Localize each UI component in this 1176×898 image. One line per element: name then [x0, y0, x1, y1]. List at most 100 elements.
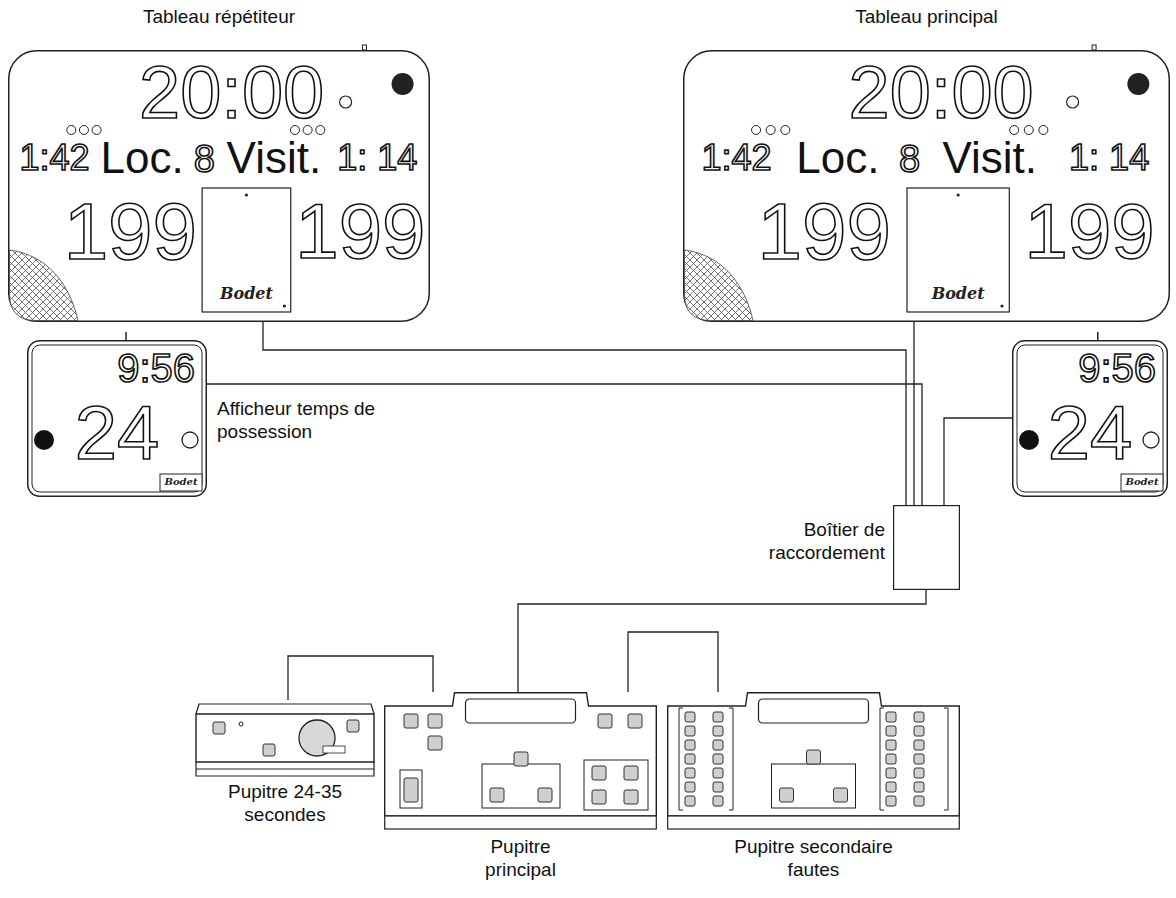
indicator-lamp: [79, 126, 88, 135]
console-screen: [466, 699, 576, 723]
main-console: Pupitre principal: [384, 692, 657, 830]
led-digits: 8: [889, 140, 929, 178]
caption-label: Pupitre 24-35 secondes: [210, 781, 360, 827]
indicator-lamp: [766, 126, 775, 135]
indicator-lamp: [67, 126, 76, 135]
indicator-lamp: [1039, 126, 1048, 135]
bracket: [729, 708, 733, 810]
screw-dot: [957, 193, 960, 196]
indicator-lamp: [752, 126, 761, 135]
caption-label: Pupitre secondaire fautes: [719, 836, 909, 882]
console-button: [685, 796, 695, 806]
console-body: [385, 693, 657, 816]
led-digits: 1:42: [4, 140, 104, 176]
antenna: [1097, 332, 1099, 340]
display-frame: [1013, 341, 1168, 497]
console-button: [713, 726, 723, 736]
led-digits: 20:00: [811, 56, 1071, 130]
possession-lamp: [1019, 430, 1039, 450]
console-button: [914, 740, 924, 750]
signal-cable: [628, 632, 718, 692]
console-button: [914, 754, 924, 764]
console-button: [834, 788, 848, 802]
scoreboard: Tableau principal20:001:42Loc.8Visit.1: …: [683, 50, 1170, 322]
console-button: [914, 768, 924, 778]
console-button: [685, 712, 695, 722]
speaker-grille: [685, 250, 754, 321]
console-button: [685, 782, 695, 792]
console-button: [624, 766, 638, 780]
console-button: [807, 750, 821, 764]
signal-cable: [518, 590, 926, 692]
console-button: [886, 712, 896, 722]
key-well: [772, 764, 856, 808]
signal-cable: [207, 384, 922, 505]
screw-dot: [1000, 304, 1003, 307]
led-digits: 9:56: [1046, 348, 1156, 388]
console-button: [347, 720, 359, 732]
console-button: [780, 788, 794, 802]
indicator-lamp: [92, 126, 101, 135]
caption-label: Tableau principal: [777, 6, 1077, 29]
shot-clock-display: 9:5624Bodet: [1012, 340, 1168, 497]
device-outline: [893, 505, 960, 590]
console-button: [685, 740, 695, 750]
junction-box: Boîtier de raccordement: [893, 505, 960, 590]
led-digits: 24: [57, 395, 177, 471]
console-button: [713, 712, 723, 722]
console-button: [713, 796, 723, 806]
possession-lamp: [182, 432, 198, 448]
team-label: Visit.: [214, 136, 334, 180]
bracket: [679, 708, 683, 810]
console-button: [490, 788, 504, 802]
console-button: [886, 768, 896, 778]
signal-cable: [913, 322, 914, 505]
led-digits: 199: [749, 192, 899, 272]
console-button: [713, 754, 723, 764]
console-body: [196, 714, 374, 762]
screw-dot: [283, 304, 286, 307]
indicator-lamp: [781, 126, 790, 135]
key-well: [400, 770, 422, 808]
console-button: [624, 790, 638, 804]
led-digits: 1:42: [687, 140, 787, 176]
console-button: [404, 778, 418, 802]
caption-label: Tableau répétiteur: [69, 6, 369, 29]
horn-dot: [1127, 73, 1149, 95]
console-button: [886, 754, 896, 764]
led-digits: 199: [285, 192, 435, 270]
led-digits: 199: [55, 192, 205, 272]
logo-panel: [202, 188, 291, 312]
caption-label: Boîtier de raccordement: [753, 519, 885, 565]
console-button: [713, 740, 723, 750]
indicator-lamp: [340, 96, 352, 108]
shot-clock-console: Pupitre 24-35 secondes: [195, 700, 375, 777]
brand-logo: Bodet: [1122, 477, 1162, 487]
led: [239, 722, 243, 726]
shot-clock-display: Afficheur temps de possession9:5624Bodet: [27, 340, 207, 497]
console-button: [628, 714, 642, 728]
console-button: [263, 744, 275, 756]
led-digits: 1: 14: [327, 140, 427, 176]
console-button: [886, 782, 896, 792]
scoreboard: Tableau répétiteur20:001:42Loc.8Visit.1:…: [8, 50, 430, 322]
console-button: [213, 722, 225, 734]
console-button: [538, 788, 552, 802]
horn-dot: [392, 73, 414, 95]
console-button: [592, 790, 606, 804]
console-screen: [759, 699, 869, 723]
board-frame: [684, 51, 1170, 322]
console-button: [886, 740, 896, 750]
console-button: [914, 782, 924, 792]
team-label: Visit.: [930, 136, 1050, 180]
console-button: [886, 726, 896, 736]
team-label: Loc.: [87, 136, 197, 180]
bracket: [880, 708, 884, 810]
console-button: [713, 782, 723, 792]
display-frame: [28, 341, 207, 497]
console-button: [685, 726, 695, 736]
mount-tab: [362, 45, 366, 50]
device-outline: [667, 692, 960, 830]
console-button: [914, 712, 924, 722]
logo-panel: [907, 188, 1009, 312]
